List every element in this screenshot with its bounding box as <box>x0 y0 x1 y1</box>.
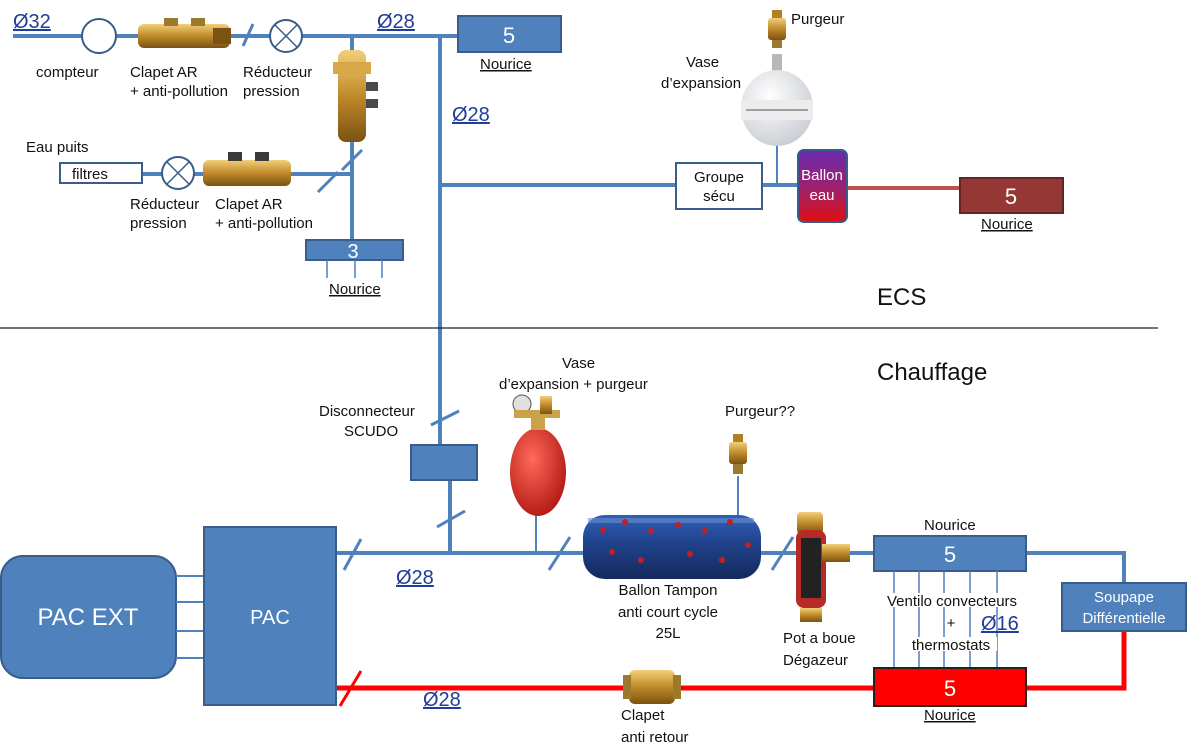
dim-d28-return: Ø28 <box>423 689 461 711</box>
manifold-heat-supply <box>873 535 1027 572</box>
soupape-label-2: Différentielle <box>1082 610 1165 627</box>
filtres-box <box>59 162 143 184</box>
groupe-secu-label-1: Groupe <box>694 169 744 186</box>
reducteur-pression-1-icon <box>269 19 303 53</box>
purgeur-chauffage-icon <box>729 434 747 474</box>
ventilo-label-2: + <box>947 615 956 632</box>
ballon-eau-label-2: eau <box>809 187 834 204</box>
manifold-heat-return <box>873 667 1027 707</box>
ventilo-label-1: Ventilo convecteurs <box>887 593 1017 610</box>
pot-a-boue-degazeur-icon <box>796 512 850 622</box>
disconnecteur-scudo-box <box>410 444 478 481</box>
manifold-small-3-label: Nourice <box>329 281 381 298</box>
vase-2-label: Vase <box>562 355 595 372</box>
clapet-ar-2-label: Clapet AR <box>215 196 283 213</box>
dim-d28-mid: Ø28 <box>452 104 490 126</box>
ballon-tampon-tank <box>583 515 761 579</box>
purgeur-top-icon <box>768 10 786 48</box>
clapet-ar-2-sub-label: + anti-pollution <box>215 215 313 232</box>
pipe-cut-marks-ecs <box>241 23 364 194</box>
brass-vertical-valve-icon <box>333 50 378 142</box>
ventilo-label-3: thermostats <box>912 637 990 654</box>
manifold-small-3-outlets <box>326 260 383 278</box>
manifold-heat-return-count: 5 <box>944 676 956 701</box>
pac-ext-unit <box>0 555 177 679</box>
filtres-label: filtres <box>72 166 108 183</box>
pac-ext-label: PAC EXT <box>38 604 139 631</box>
compteur-label: compteur <box>36 64 99 81</box>
ballon-eau-tank <box>797 149 848 223</box>
manifold-top-ecs-label: Nourice <box>480 56 532 73</box>
vase-1-label: Vase <box>686 54 719 71</box>
eau-puits-label: Eau puits <box>26 139 89 156</box>
reducteur-2-label: Réducteur <box>130 196 199 213</box>
ventilo-label-3-bg <box>905 637 997 651</box>
vase-expansion-ecs-icon <box>741 54 813 146</box>
ballon-tampon-label-1: Ballon Tampon <box>619 582 718 599</box>
dim-d28-top: Ø28 <box>377 11 415 33</box>
reducteur-2-sub-label: pression <box>130 215 187 232</box>
pac-unit <box>203 526 337 706</box>
ventilo-label-bg <box>880 593 1028 607</box>
clapet-ar-2-valve-icon <box>203 152 291 186</box>
clapet-ar-1-label: Clapet AR <box>130 64 198 81</box>
pac-label: PAC <box>250 607 290 629</box>
pac-link-lines <box>176 575 204 659</box>
manifold-outlet-lines <box>893 571 998 668</box>
reducteur-pression-2-icon <box>161 156 195 190</box>
vase-expansion-chauffage-icon <box>510 394 566 516</box>
clapet-ar-1-sub-label: + anti-pollution <box>130 83 228 100</box>
heating-return-pipes <box>336 631 1127 691</box>
soupape-label-1: Soupape <box>1094 589 1154 606</box>
pot-a-boue-label-2: Dégazeur <box>783 652 848 669</box>
reducteur-1-label: Réducteur <box>243 64 312 81</box>
manifold-hot-ecs-label: Nourice <box>981 216 1033 233</box>
disconnecteur-label-2: SCUDO <box>344 423 398 440</box>
ballon-tampon-label-2: anti court cycle <box>618 604 718 621</box>
pipe-cut-mark-return <box>338 670 363 707</box>
manifold-small-3-count: 3 <box>347 241 358 263</box>
soupape-differentielle-box <box>1061 582 1187 632</box>
vase-2-sub-label: d’expansion + purgeur <box>499 376 648 393</box>
ballon-eau-label-1: Ballon <box>801 167 843 184</box>
pipe-cut-marks-heating <box>342 409 795 571</box>
dim-d32: Ø32 <box>13 11 51 33</box>
dim-d16: Ø16 <box>981 613 1019 635</box>
purgeur-top-label: Purgeur <box>791 11 844 28</box>
dim-d28-pac: Ø28 <box>396 567 434 589</box>
manifold-heat-supply-count: 5 <box>944 542 956 567</box>
section-chauffage-title: Chauffage <box>877 359 987 386</box>
section-ecs-title: ECS <box>877 284 926 311</box>
clapet-ar-valve-icon <box>138 18 231 48</box>
ballon-tampon-label-3: 25L <box>655 625 680 642</box>
reducteur-1-sub-label: pression <box>243 83 300 100</box>
manifold-top-ecs-count: 5 <box>503 23 515 48</box>
clapet-retour-label-2: anti retour <box>621 729 689 746</box>
manifold-top-ecs <box>457 15 562 53</box>
manifold-hot-ecs-count: 5 <box>1005 184 1017 209</box>
manifold-heat-return-label: Nourice <box>924 707 976 724</box>
clapet-anti-retour-icon <box>623 670 681 704</box>
disconnecteur-label-1: Disconnecteur <box>319 403 415 420</box>
purgeur-q-label: Purgeur?? <box>725 403 795 420</box>
clapet-retour-label-1: Clapet <box>621 707 665 724</box>
manifold-heat-supply-label: Nourice <box>924 517 976 534</box>
vase-1-sub-label: d’expansion <box>661 75 741 92</box>
groupe-secu-label-2: sécu <box>703 188 735 205</box>
compteur-meter-icon <box>81 18 117 54</box>
manifold-hot-ecs <box>959 177 1064 214</box>
groupe-secu-box <box>675 162 763 210</box>
pot-a-boue-label-1: Pot a boue <box>783 630 856 647</box>
